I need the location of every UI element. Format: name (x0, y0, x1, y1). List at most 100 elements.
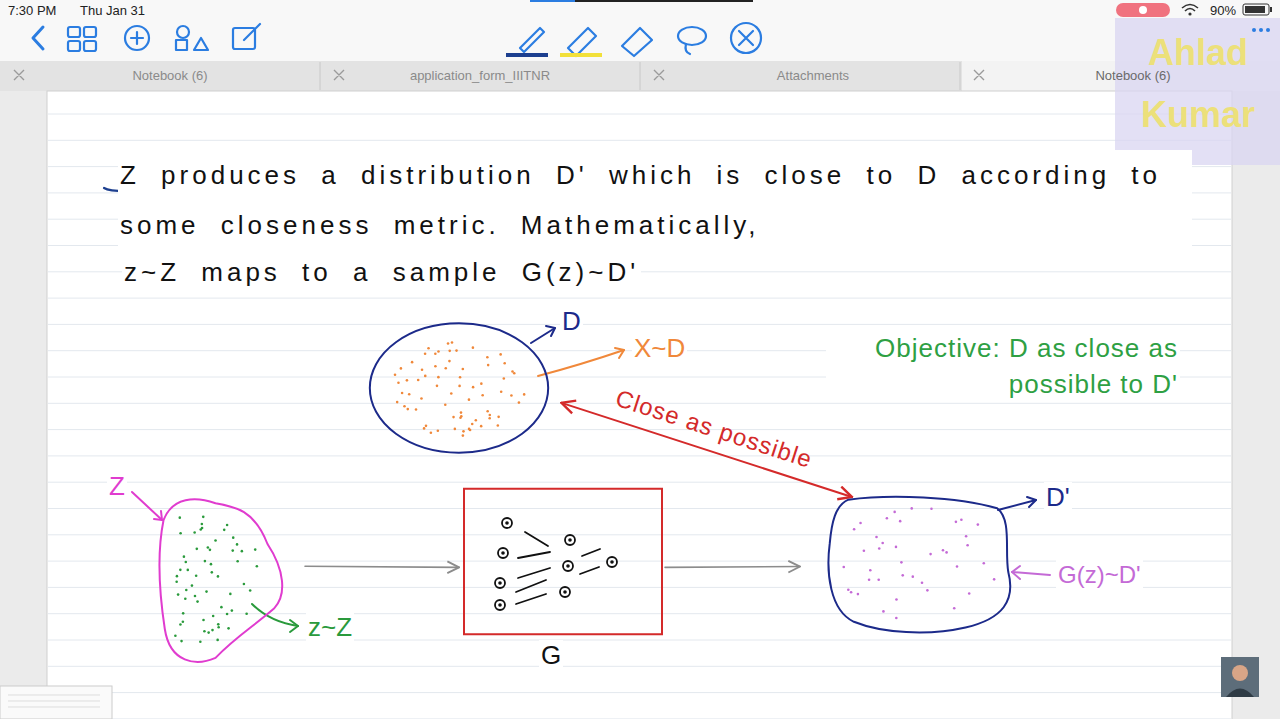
leader-line (1012, 566, 1020, 579)
sample-dot (243, 583, 246, 586)
toolbar-icon (739, 31, 753, 45)
sample-dot (513, 372, 516, 375)
neural-network (607, 557, 617, 567)
toolbar-icon (33, 27, 43, 49)
sample-dot (207, 546, 210, 549)
ruled-line (48, 298, 1231, 299)
connector-arrow (305, 566, 459, 567)
toolbar (575, 0, 753, 2)
toolbar-icon (84, 41, 96, 51)
sample-dot (899, 520, 902, 523)
toolbar-icon (244, 24, 260, 40)
sample-dot (430, 431, 433, 434)
toolbar-icon (622, 28, 652, 56)
sample-dot (420, 397, 423, 400)
neuron-dot (505, 521, 509, 525)
generator-box-outline (464, 489, 662, 635)
sample-dot (424, 352, 427, 355)
neural-network (495, 578, 505, 588)
sample-dot (895, 617, 898, 620)
watermark-panel (1115, 18, 1280, 165)
status-date: Thu Jan 31 (80, 3, 145, 19)
sample-dot (210, 563, 213, 566)
sample-dot (226, 524, 229, 527)
page (0, 91, 1280, 719)
sample-dot (480, 382, 483, 385)
sample-dot (212, 615, 215, 618)
sample-dot (434, 352, 437, 355)
sample-dot (982, 562, 985, 565)
sample-dot (450, 392, 453, 395)
sample-dot (486, 410, 489, 413)
sample-dot (401, 392, 404, 395)
connector-arrow (665, 566, 800, 568)
sample-dot (223, 529, 226, 532)
sample-dot (877, 578, 880, 581)
sample-dot (475, 419, 478, 422)
latent-blob: Z (157, 493, 287, 663)
tool-underline (506, 53, 602, 57)
sample-dot (437, 376, 440, 379)
sample-dot (423, 427, 426, 430)
sample-dot (216, 639, 219, 642)
sample-dot (900, 561, 903, 564)
toolbar-icon (678, 27, 706, 45)
toolbar-icon (68, 41, 80, 51)
leader-line (615, 348, 624, 358)
sample-dot (397, 381, 400, 384)
ruled-line (48, 613, 1231, 614)
tab-bar (0, 61, 1280, 91)
sample-dot (232, 536, 235, 539)
sample-dot (471, 423, 474, 426)
sample-dot (857, 593, 860, 596)
status-icon (1245, 6, 1265, 13)
tab-title: application_form_IIITNR (330, 68, 630, 84)
sample-dot (993, 578, 996, 581)
sample-dot (193, 531, 196, 534)
sample-dot (396, 401, 399, 404)
sample-dot (901, 574, 904, 577)
page (47, 91, 1232, 719)
sample-dot (202, 516, 205, 519)
battery-level: 90% (1210, 3, 1236, 19)
status-icon (1270, 7, 1272, 12)
latent-blob-outline (160, 499, 283, 662)
sample-dot (469, 429, 472, 432)
distribution-circle-outline (368, 322, 550, 454)
sample-dot (955, 521, 958, 524)
sample-dot (403, 405, 406, 408)
sample-dot (460, 411, 463, 414)
leader-line (546, 326, 555, 336)
node-label: Z (107, 471, 127, 501)
sample-dot (499, 353, 502, 356)
sample-dot (929, 553, 932, 556)
neuron-dot (498, 603, 502, 607)
toolbar-icon (68, 27, 80, 37)
thumbnail-strip (0, 686, 112, 719)
leader-line (1027, 497, 1036, 507)
presenter-avatar (1221, 657, 1259, 697)
sample-dot (497, 424, 500, 427)
generator-box: G (463, 488, 663, 635)
sample-dot (448, 350, 451, 353)
sample-dot (869, 569, 872, 572)
sample-dot (444, 403, 447, 406)
sample-dot (434, 365, 437, 368)
neuron-dot (498, 521, 614, 607)
sample-dot (462, 368, 465, 371)
ruled-line (48, 429, 1231, 430)
sample-dot (968, 592, 971, 595)
sample-dot (180, 640, 183, 643)
sample-dot (229, 593, 232, 596)
watermark-panel (1252, 28, 1256, 32)
sample-dot (956, 565, 959, 568)
sample-dot (424, 375, 427, 378)
presenter-avatar (1226, 689, 1254, 698)
toolbar-icon (176, 40, 187, 50)
neural-network (498, 548, 508, 558)
status-icon (1243, 4, 1269, 15)
watermark-panel (1259, 28, 1263, 32)
leader-line (154, 511, 162, 520)
sample-dot (487, 364, 490, 367)
